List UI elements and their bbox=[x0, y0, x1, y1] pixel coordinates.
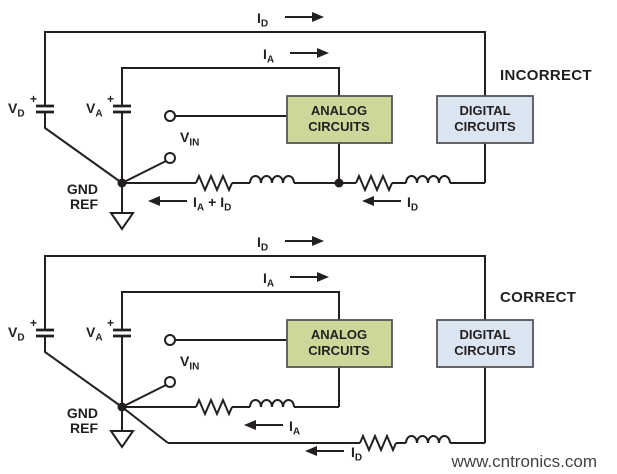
verdict-label: CORRECT bbox=[500, 289, 576, 306]
arrow-right-icon bbox=[289, 47, 330, 59]
analog-circuits-box bbox=[286, 319, 393, 368]
vd-polarity-plus: + bbox=[30, 92, 37, 106]
return-current-label-id: ID bbox=[407, 194, 418, 214]
wire-va-top-rail bbox=[121, 67, 340, 106]
gnd-ref-label-line2: REF bbox=[70, 420, 98, 436]
digital-circuits-box bbox=[436, 319, 534, 368]
vin-label: VIN bbox=[180, 353, 199, 373]
resistor-icon bbox=[355, 175, 393, 191]
vin-terminal-icon bbox=[164, 152, 176, 164]
inductor-icon bbox=[249, 399, 295, 408]
va-label: VA bbox=[86, 100, 103, 120]
va-label: VA bbox=[86, 324, 103, 344]
analog-box-label-line1: ANALOG bbox=[311, 327, 367, 342]
digital-box-label-line1: DIGITAL bbox=[459, 103, 510, 118]
inductor-icon bbox=[249, 175, 295, 184]
wire-digital-ground-path bbox=[121, 406, 169, 444]
analog-box-label-line2: CIRCUITS bbox=[308, 119, 370, 134]
current-label-id-top: ID bbox=[257, 234, 268, 254]
correct-wiring bbox=[44, 235, 486, 457]
inductor-icon bbox=[405, 175, 451, 184]
digital-circuits-box bbox=[436, 95, 534, 144]
return-current-label-id: ID bbox=[351, 444, 362, 464]
vin-terminal-icon bbox=[164, 334, 176, 346]
return-current-label-ia: IA bbox=[289, 418, 300, 438]
gnd-ref-label-line2: REF bbox=[70, 196, 98, 212]
wire-vd-top-rail bbox=[44, 255, 486, 330]
digital-box-label-line2: CIRCUITS bbox=[454, 343, 516, 358]
correct-capacitors bbox=[36, 328, 131, 338]
vin-terminal-icon bbox=[164, 110, 176, 122]
arrow-left-icon bbox=[147, 195, 188, 207]
ground-icon bbox=[110, 430, 134, 448]
current-label-ia-top: IA bbox=[263, 46, 274, 66]
resistor-icon bbox=[359, 435, 397, 451]
arrow-left-icon bbox=[304, 445, 345, 457]
analog-circuits-box bbox=[286, 95, 393, 144]
current-label-ia-top: IA bbox=[263, 270, 274, 290]
current-label-id-top: ID bbox=[257, 10, 268, 30]
junction-dot bbox=[116, 177, 128, 189]
watermark: www.cntronics.com bbox=[451, 452, 597, 471]
verdict-label: INCORRECT bbox=[500, 67, 592, 84]
resistor-icon bbox=[195, 399, 233, 415]
wire-vin-ground bbox=[121, 384, 167, 408]
wire-vd-top-rail bbox=[44, 31, 486, 106]
vin-label: VIN bbox=[180, 129, 199, 149]
arrow-right-icon bbox=[284, 235, 325, 247]
arrow-left-icon bbox=[361, 195, 402, 207]
vd-label: VD bbox=[8, 324, 25, 344]
wire-vd-return bbox=[44, 112, 123, 184]
arrow-right-icon bbox=[289, 271, 330, 283]
arrow-left-icon bbox=[243, 419, 284, 431]
analog-box-label-line1: ANALOG bbox=[311, 103, 367, 118]
resistor-icon bbox=[195, 175, 233, 191]
gnd-ref-label-line1: GND bbox=[67, 405, 98, 421]
vd-polarity-plus: + bbox=[30, 316, 37, 330]
digital-box-label-line1: DIGITAL bbox=[459, 327, 510, 342]
wire-va-top-rail bbox=[121, 291, 340, 330]
correct-labels: ID IA CORRECT VD + VA + VIN ANALOG CIRCU… bbox=[8, 234, 576, 464]
return-current-label-ia-id: IA+ ID bbox=[193, 194, 231, 214]
incorrect-capacitors bbox=[36, 104, 131, 114]
wire-vin-ground bbox=[121, 160, 167, 184]
vin-terminal-icon bbox=[164, 376, 176, 388]
digital-box-label-line2: CIRCUITS bbox=[454, 119, 516, 134]
incorrect-wiring bbox=[44, 11, 486, 230]
ground-icon bbox=[110, 212, 134, 230]
vd-label: VD bbox=[8, 100, 25, 120]
incorrect-labels: ID IA INCORRECT VD + VA + VIN ANALOG CIR… bbox=[8, 10, 592, 214]
va-polarity-plus: + bbox=[107, 316, 114, 330]
inductor-icon bbox=[405, 435, 451, 444]
wire-vd-return bbox=[44, 336, 123, 408]
arrow-right-icon bbox=[284, 11, 325, 23]
analog-box-label-line2: CIRCUITS bbox=[308, 343, 370, 358]
junction-dot bbox=[116, 401, 128, 413]
junction-dot bbox=[333, 177, 345, 189]
va-polarity-plus: + bbox=[107, 92, 114, 106]
gnd-ref-label-line1: GND bbox=[67, 181, 98, 197]
